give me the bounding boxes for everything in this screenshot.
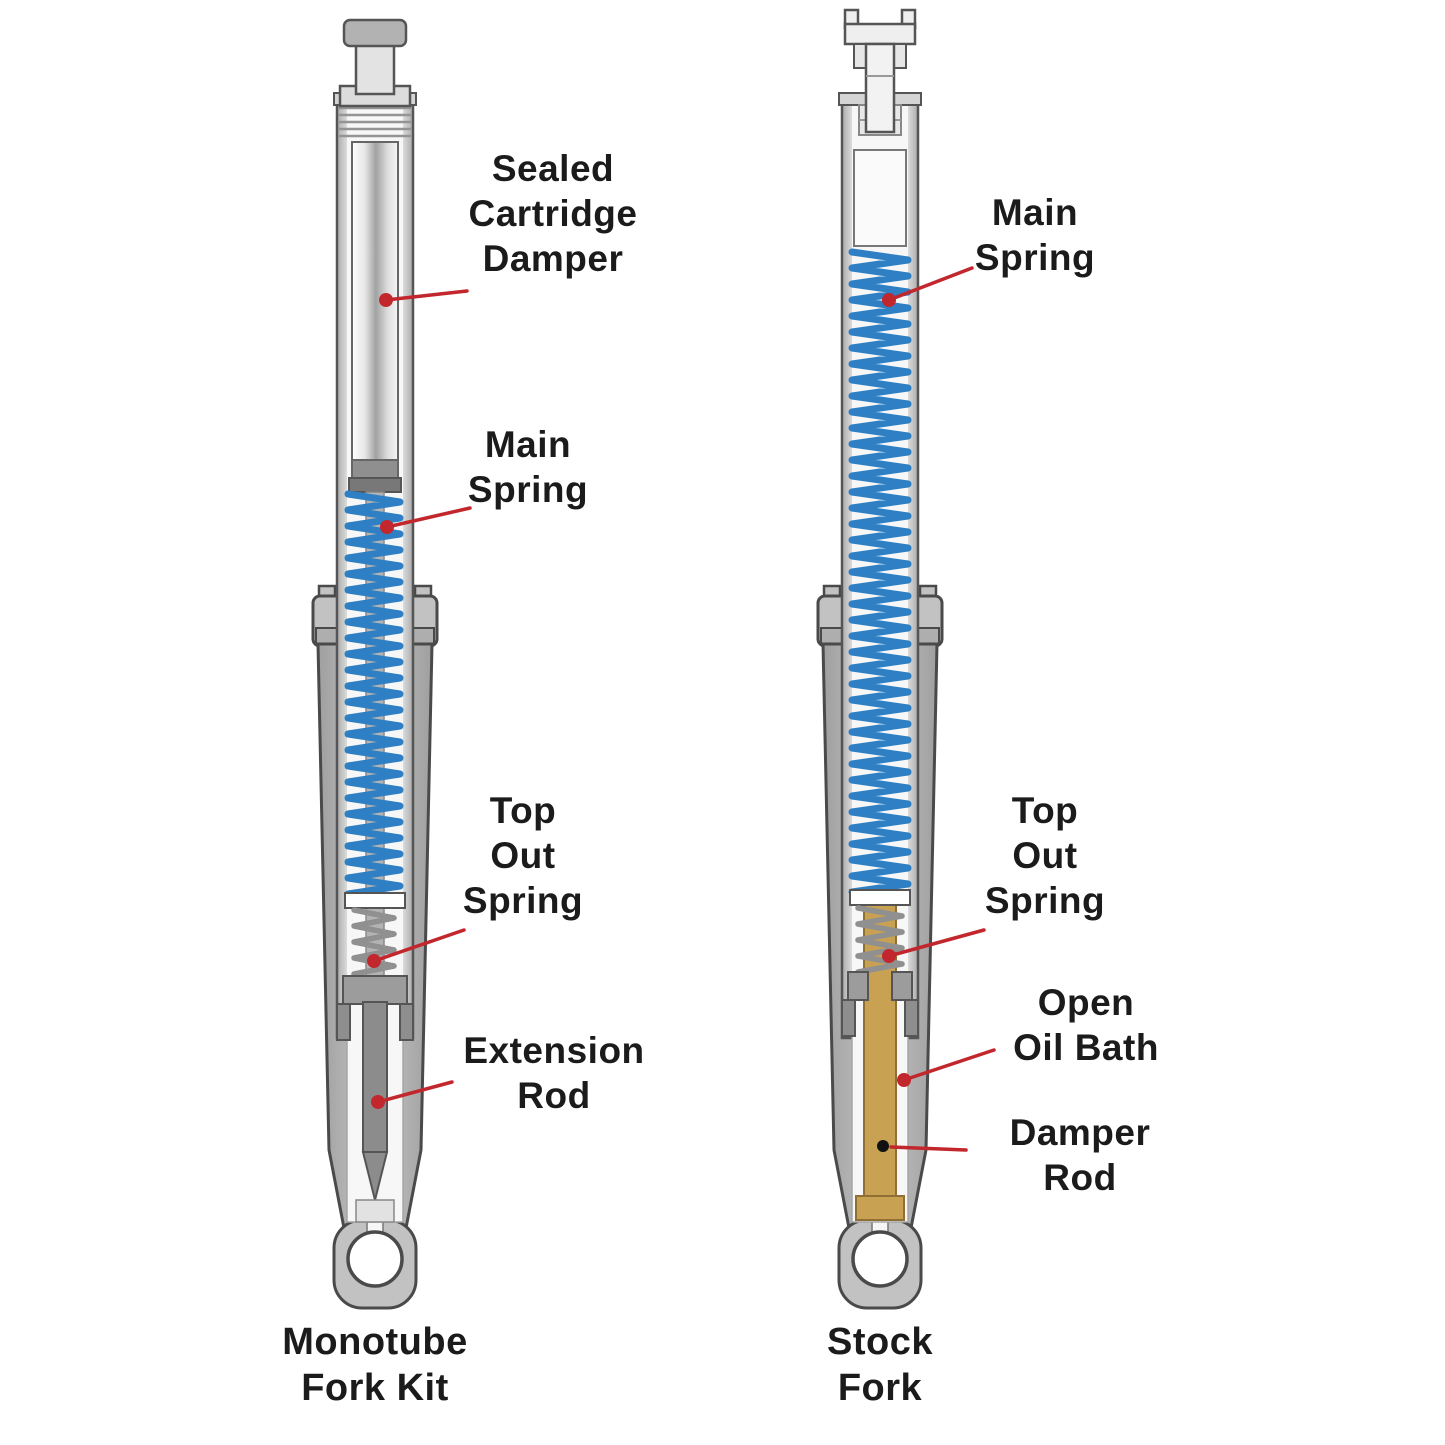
leader-dot-main-spring-right	[882, 293, 896, 307]
damper-bottom-cap	[351, 459, 399, 479]
leader-dot-sealed-cartridge-damper	[379, 293, 393, 307]
leader-dot-top-out-spring-left	[367, 954, 381, 968]
main-spring-coil	[848, 248, 912, 896]
bushing	[336, 1003, 351, 1041]
stock-fork-cap	[843, 8, 917, 134]
leader-line-top-out-spring-left	[372, 928, 466, 963]
leader-line-main-spring-left	[385, 506, 472, 529]
cap-shoulder	[893, 43, 907, 69]
bushing	[399, 1003, 414, 1041]
cap-head	[342, 18, 408, 48]
leader-dot-extension-rod	[371, 1095, 385, 1109]
leader-line-sealed-cartridge-damper	[384, 289, 469, 302]
spring-washer	[344, 892, 406, 909]
label-extension-rod: Extension Rod	[463, 1030, 645, 1117]
leader-lines	[372, 266, 996, 1152]
axle-hole	[346, 1230, 404, 1288]
seal-head	[336, 975, 414, 1041]
preload-spacer	[853, 149, 907, 247]
tube-threads	[339, 106, 411, 138]
stock-fork-illustration	[816, 8, 944, 1310]
leader-line-main-spring-right	[887, 266, 974, 302]
extension-rod-tip	[361, 1151, 389, 1201]
spring-washer	[849, 889, 911, 906]
damper-rod-hole-dot	[877, 1140, 889, 1152]
label-main-spring-right: Main Spring	[974, 192, 1096, 279]
label-damper-rod: Damper Rod	[1009, 1112, 1151, 1199]
leader-dots	[367, 293, 911, 1109]
cap-stem	[864, 42, 896, 134]
bushing	[841, 999, 856, 1037]
main-spring-coil	[344, 490, 404, 898]
leader-dot-top-out-spring-right	[882, 949, 896, 963]
caption-stock-fork: Stock Fork	[827, 1321, 933, 1409]
leader-line-top-out-spring-right	[887, 928, 986, 958]
seal-head	[841, 971, 919, 1037]
cap-stem	[354, 42, 396, 96]
caption-monotube-fork-kit: Monotube Fork Kit	[282, 1321, 468, 1409]
bushing	[904, 999, 919, 1037]
label-main-spring-left: Main Spring	[467, 424, 589, 511]
leader-line-damper-rod	[889, 1145, 968, 1152]
cap-bar	[843, 22, 917, 46]
rod-recess	[355, 1199, 395, 1223]
seal-body	[342, 975, 408, 1005]
monotube-fork-illustration	[311, 18, 439, 1310]
extension-rod-part	[355, 1001, 395, 1223]
leader-dot-main-spring-left	[380, 520, 394, 534]
monotube-fork-cap	[338, 18, 412, 108]
extension-rod-shaft	[362, 1001, 388, 1153]
cap-shoulder	[853, 43, 867, 69]
label-top-out-spring-left: Top Out Spring	[462, 790, 584, 922]
seal-block	[847, 971, 869, 1001]
damper-rod-base	[855, 1195, 905, 1221]
leader-line-open-oil-bath	[902, 1048, 996, 1082]
damper-body	[351, 141, 399, 479]
top-out-spring-coil	[351, 907, 397, 977]
label-open-oil-bath: Open Oil Bath	[1013, 982, 1159, 1069]
damper-piston-band	[348, 477, 402, 493]
label-top-out-spring-right: Top Out Spring	[984, 790, 1106, 922]
sealed-cartridge-damper	[348, 141, 402, 493]
leader-dot-open-oil-bath	[897, 1073, 911, 1087]
seal-block	[891, 971, 913, 1001]
leader-line-extension-rod	[376, 1080, 454, 1104]
axle-hole	[851, 1230, 909, 1288]
label-sealed-cartridge-damper: Sealed Cartridge Damper	[468, 148, 638, 280]
